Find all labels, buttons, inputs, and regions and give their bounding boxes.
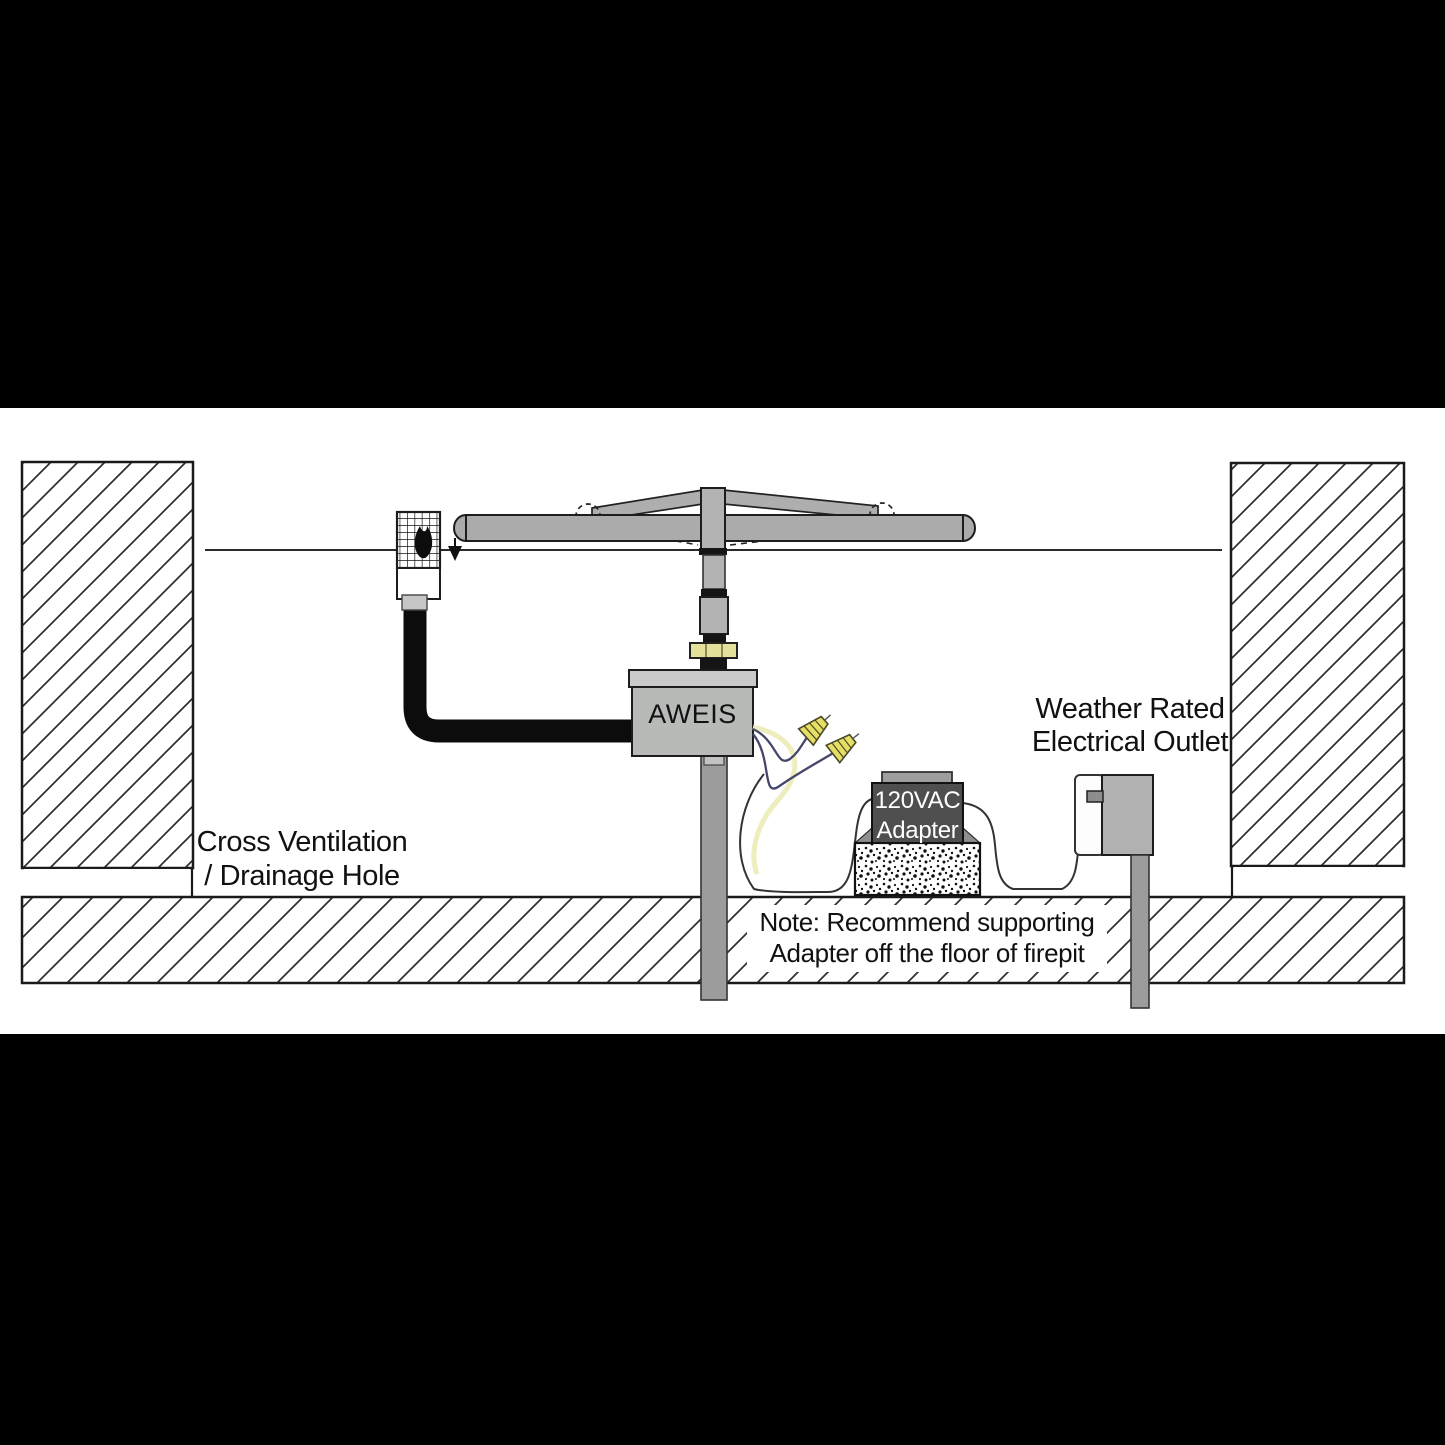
aweis-box-body <box>631 686 754 757</box>
cross-ventilation-line2: / Drainage Hole <box>204 860 400 892</box>
outlet-cover-door <box>1074 774 1105 856</box>
adapter-body <box>871 782 964 844</box>
firepit-left-wall <box>20 460 195 870</box>
wire-to-nut-1 <box>752 727 809 762</box>
weather-outlet-line1: Weather Rated <box>1035 693 1225 725</box>
outlet-plug <box>1086 790 1104 803</box>
weather-outlet-label: Weather Rated Electrical Outlet <box>976 693 1284 759</box>
adapter-label-line2: Adapter <box>876 817 959 844</box>
cross-ventilation-line1: Cross Ventilation <box>196 826 408 858</box>
aweis-box-label: AWEIS <box>632 699 753 729</box>
riser-segment-1 <box>702 554 726 590</box>
wire-nut-1-icon <box>797 714 831 747</box>
left-drainage-gap <box>24 869 190 895</box>
weather-outlet-line2: Electrical Outlet <box>1031 726 1229 758</box>
media-level-arrow <box>448 546 462 561</box>
outlet-post <box>1130 854 1150 1009</box>
note-label: Note: Recommend supporting Adapter off t… <box>747 907 1107 969</box>
pale-wire <box>751 724 798 875</box>
riser-coupling-2 <box>701 589 727 597</box>
adapter-label: 120VAC Adapter <box>872 786 963 846</box>
burner-hub <box>700 487 726 550</box>
flex-gas-conduit <box>403 609 633 743</box>
adapter-label-line1: 120VAC <box>874 787 961 814</box>
brass-hex-fitting <box>689 642 738 659</box>
riser-nipple <box>700 658 727 671</box>
right-drainage-gap <box>1234 867 1402 895</box>
aweis-box-label-text: AWEIS <box>648 699 737 729</box>
cross-ventilation-label: Cross Ventilation / Drainage Hole <box>148 825 456 893</box>
wire-nut-2-icon <box>824 733 860 764</box>
adapter-input-cord <box>739 773 873 894</box>
aweis-mounting-post <box>700 755 728 1001</box>
outlet-cord <box>962 793 1094 890</box>
aweis-post-collar <box>703 755 725 766</box>
outlet-box <box>1101 774 1154 856</box>
riser-coupling-3 <box>703 634 726 643</box>
firepit-right-wall <box>1229 461 1406 868</box>
riser-coupling-1 <box>699 548 727 555</box>
support-block-texture <box>856 844 979 894</box>
wire-to-nut-2 <box>752 733 836 790</box>
aweis-box-lid <box>628 669 758 688</box>
pilot-collar <box>401 594 428 611</box>
note-line2: Adapter off the floor of firepit <box>769 938 1085 968</box>
riser-segment-2 <box>699 596 729 635</box>
note-panel <box>747 905 1107 972</box>
note-line1: Note: Recommend supporting <box>759 907 1095 937</box>
pilot-flame-icon <box>414 526 433 559</box>
